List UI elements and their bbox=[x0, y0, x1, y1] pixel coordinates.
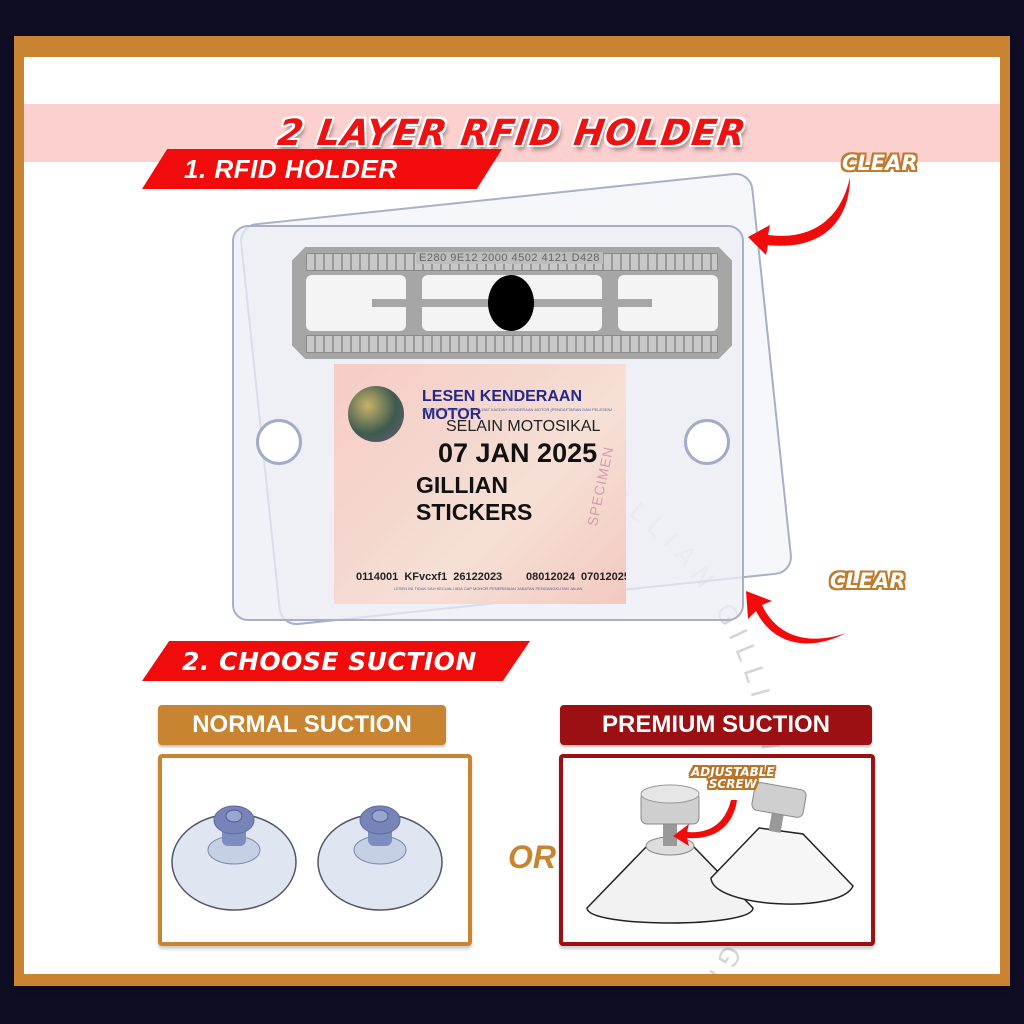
license-name: GILLIAN STICKERS bbox=[416, 472, 533, 525]
license-info-right: 08012024 07012025 1495SP AB RM90.00 PERS… bbox=[526, 545, 626, 604]
mount-hole-left bbox=[256, 419, 302, 465]
suction-cup-screw-icon bbox=[586, 784, 754, 924]
section-choose-suction: 2. CHOOSE SUCTION bbox=[142, 641, 530, 681]
annotation-line: SCREW bbox=[708, 777, 757, 791]
normal-suction-header[interactable]: NORMAL SUCTION bbox=[158, 705, 446, 745]
suction-cup-icon bbox=[317, 805, 443, 911]
hologram-icon bbox=[348, 386, 404, 442]
page-title: 2 LAYER RFID HOLDER bbox=[275, 112, 749, 154]
mount-hole-right bbox=[684, 419, 730, 465]
license-subtitle: AKTA PENGANGKUTAN JALAN 1987 KAEDAH KEND… bbox=[422, 407, 612, 412]
rfid-chip bbox=[488, 275, 534, 331]
premium-suction-label: PREMIUM SUCTION bbox=[602, 711, 830, 738]
or-separator: OR bbox=[508, 839, 556, 875]
product-canvas: GILLIAN GILLIAN GILLIAN GILLIAN GILLIAN … bbox=[24, 57, 1000, 974]
arrow-icon-bottom bbox=[746, 591, 846, 644]
normal-suction-label: NORMAL SUCTION bbox=[192, 711, 412, 738]
arrow-icon-screw bbox=[673, 800, 737, 846]
normal-suction-cups-icon bbox=[171, 805, 443, 911]
premium-suction-option[interactable]: ADJUSTABLE SCREW bbox=[559, 754, 875, 946]
suction-cup-icon bbox=[171, 805, 297, 911]
arrow-icon-top bbox=[748, 177, 850, 255]
road-tax-license: LESEN KENDERAAN MOTOR AKTA PENGANGKUTAN … bbox=[334, 364, 626, 604]
license-footer: LESEN INI TIDAK SAH KECUALI ADA CAP MOHO… bbox=[394, 586, 583, 591]
rfid-tag: E280 9E12 2000 4502 4121 D428 bbox=[292, 247, 732, 359]
premium-suction-cups-icon bbox=[586, 782, 854, 924]
rfid-strip-bottom bbox=[306, 335, 718, 353]
suction-cup-screw-icon bbox=[710, 782, 854, 905]
rfid-code: E280 9E12 2000 4502 4121 D428 bbox=[416, 252, 603, 264]
clear-label-bottom: CLEAR bbox=[830, 569, 906, 593]
normal-suction-option[interactable] bbox=[158, 754, 472, 946]
section-rfid-holder: 1. RFID HOLDER bbox=[142, 149, 502, 189]
license-title: LESEN KENDERAAN MOTOR bbox=[422, 388, 583, 423]
adjustable-screw-label: ADJUSTABLE SCREW bbox=[691, 766, 775, 790]
section-choose-suction-label: 2. CHOOSE SUCTION bbox=[182, 646, 477, 676]
premium-suction-header[interactable]: PREMIUM SUCTION bbox=[560, 705, 872, 745]
info-line: 08012024 07012025 bbox=[526, 571, 626, 583]
license-class: SELAIN MOTOSIKAL bbox=[446, 418, 601, 435]
license-expiry: 07 JAN 2025 bbox=[438, 438, 598, 468]
info-line: 0114001 KFvcxf1 26122023 bbox=[356, 571, 503, 583]
annotation-line: ADJUSTABLE bbox=[691, 765, 775, 779]
section-rfid-holder-label: 1. RFID HOLDER bbox=[184, 153, 398, 184]
license-info-left: 0114001 KFvcxf1 26122023 VEL02010 011400… bbox=[356, 545, 502, 604]
clear-label-top: CLEAR bbox=[842, 151, 918, 175]
